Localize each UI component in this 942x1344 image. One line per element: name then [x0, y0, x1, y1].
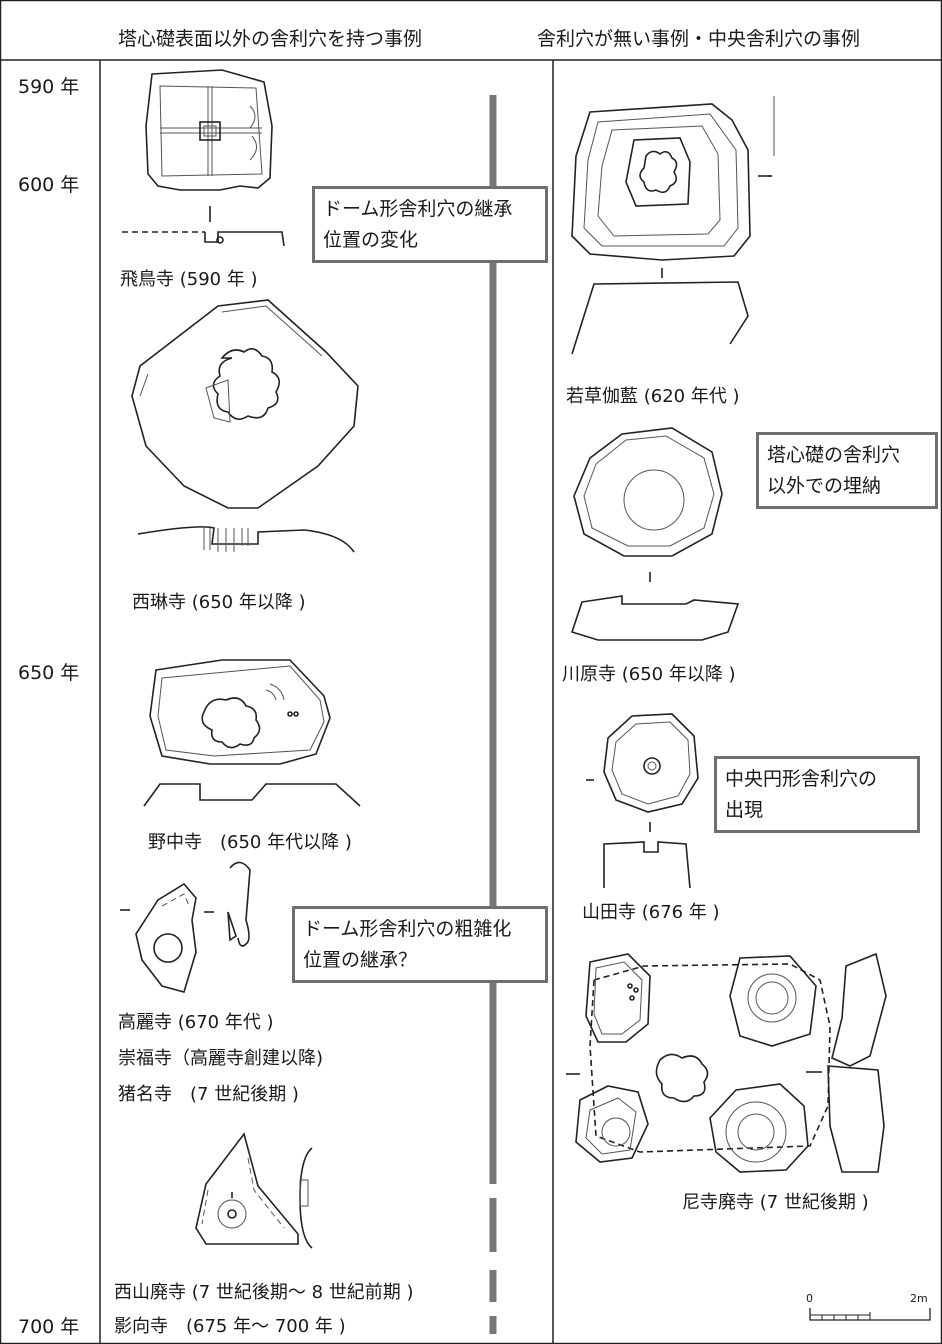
note-dome-coarse-line2: 位置の継承？: [303, 949, 418, 971]
note-central-round-line2: 出現: [725, 799, 764, 821]
year-590: 590 年: [18, 76, 80, 98]
wakakusa-drawing: [571, 96, 775, 355]
scale-bar: [809, 1308, 931, 1321]
asukadera-drawing: [122, 69, 285, 247]
yogoji-caption: 影向寺 (675 年～ 700 年 ): [114, 1316, 346, 1337]
year-700: 700 年: [18, 1316, 80, 1338]
nishiyama-drawing: [195, 1132, 313, 1249]
scale-zero-label: 0: [806, 1292, 813, 1305]
sufukuji-caption: 崇福寺（高麗寺創建以降): [118, 1048, 324, 1069]
note-outside-burial-line1: 塔心礎の舎利穴: [767, 444, 901, 466]
left-column-header: 塔心礎表面以外の舎利穴を持つ事例: [118, 28, 423, 50]
note-dome-inherit-line2: 位置の変化: [323, 229, 419, 251]
sairinji-drawing: [131, 299, 359, 553]
note-dome-inherit-line1: ドーム形舎利穴の継承: [323, 198, 513, 220]
amadera-drawing: [566, 952, 887, 1173]
year-600: 600 年: [18, 174, 80, 196]
note-central-round-line1: 中央円形舎利穴の: [725, 768, 878, 790]
wakakusa-caption: 若草伽藍 (620 年代 ): [566, 386, 740, 407]
note-dome-inherit: ドーム形舎利穴の継承 位置の変化: [312, 186, 548, 263]
nonakadera-caption: 野中寺 (650 年代以降 ): [148, 832, 352, 853]
note-dome-coarse: ドーム形舎利穴の粗雑化 位置の継承？: [292, 906, 548, 983]
note-outside-burial-line2: 以外での埋納: [767, 475, 882, 497]
note-outside-burial: 塔心礎の舎利穴 以外での埋納: [756, 432, 938, 509]
komadera-caption: 高麗寺 (670 年代 ): [118, 1012, 274, 1033]
kawaharadera-caption: 川原寺 (650 年以降 ): [562, 664, 736, 685]
nishiyama-caption: 西山廃寺 (7 世紀後期～ 8 世紀前期 ): [114, 1282, 414, 1303]
yamadadera-caption: 山田寺 (676 年 ): [582, 902, 720, 923]
note-central-round: 中央円形舎利穴の 出現: [714, 756, 920, 833]
nonakadera-drawing: [143, 659, 361, 807]
amadera-caption: 尼寺廃寺 (7 世紀後期 ): [682, 1192, 869, 1213]
asukadera-caption: 飛鳥寺 (590 年 ): [120, 269, 258, 290]
year-650: 650 年: [18, 662, 80, 684]
scale-max-label: 2m: [910, 1292, 928, 1305]
yamadadera-drawing: [586, 713, 699, 889]
note-dome-coarse-line1: ドーム形舎利穴の粗雑化: [303, 918, 512, 940]
right-column-header: 舎利穴が無い事例・中央舎利穴の事例: [537, 28, 861, 50]
komadera-drawing: [120, 861, 251, 993]
kawaharadera-drawing: [570, 427, 740, 641]
sairinji-caption: 西琳寺 (650 年以降 ): [132, 592, 306, 613]
inadera-caption: 猪名寺 (7 世紀後期 ): [118, 1084, 299, 1105]
